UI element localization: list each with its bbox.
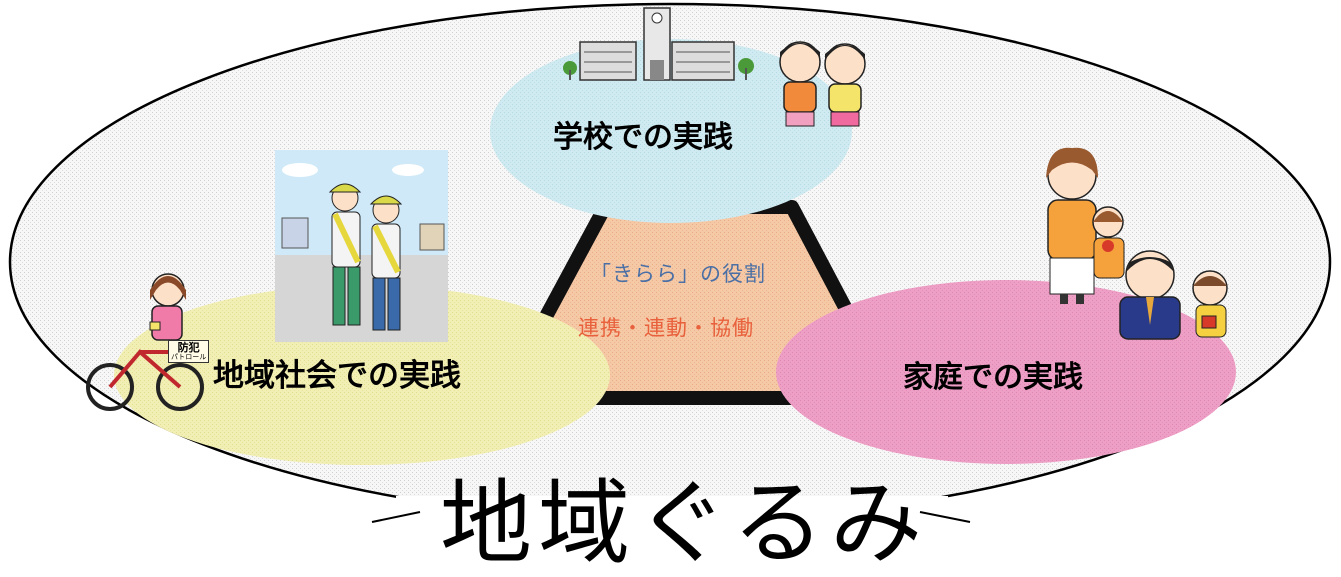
- community-practice-label: 地域社会での実践: [213, 358, 461, 394]
- patrol-sign: 防犯 パトロール: [168, 340, 210, 363]
- community-bubble: [114, 285, 610, 465]
- school-practice-label: 学校での実践: [553, 120, 733, 155]
- bottom-title: 地域ぐるみ: [440, 470, 929, 577]
- bottom-title-band: [396, 496, 948, 541]
- patrol-sign-line1: 防犯: [177, 341, 200, 354]
- patrol-sign-line2: パトロール: [171, 353, 207, 361]
- family-illustration: [1046, 147, 1228, 340]
- family-practice-label: 家庭での実践: [903, 360, 1083, 395]
- school-building-icon: [563, 7, 754, 81]
- diagram-canvas: 学校での実践 地域社会での実践 家庭での実践 「きらら」の役割 連携・連動・協働…: [8, 2, 1332, 570]
- role-keywords: 連携・連動・協働: [578, 316, 754, 340]
- role-title: 「きらら」の役割: [590, 262, 766, 286]
- bicycle-girl-icon: [86, 273, 204, 411]
- community-patrol-illustration: [275, 150, 448, 342]
- school-bubble: [490, 39, 852, 223]
- diagram-graphics: [8, 2, 1332, 541]
- schoolgirls-icon: [779, 41, 866, 127]
